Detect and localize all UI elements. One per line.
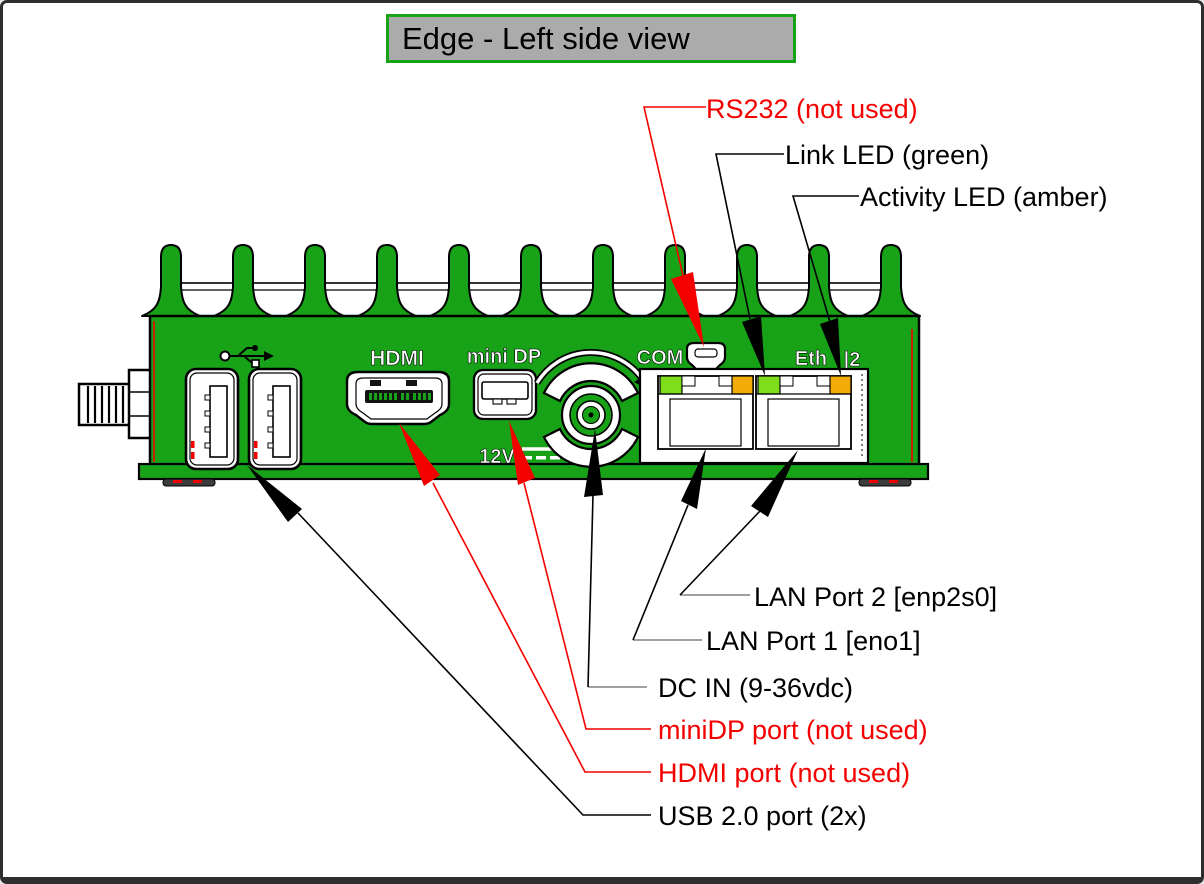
- callout-hdmi-leader: [399, 423, 651, 773]
- heatsink-fin: [861, 244, 921, 317]
- heatsink-fin: [141, 244, 201, 317]
- callout-lan2-label: LAN Port 2 [enp2s0]: [754, 582, 998, 612]
- heatsink-fin: [285, 244, 345, 317]
- hdmi-port: [345, 370, 451, 426]
- heatsink-fins: [141, 244, 921, 317]
- callout-leaders: [247, 106, 859, 816]
- dc-symbol-dashes: [522, 456, 560, 460]
- minidp-marking: mini DP: [467, 346, 541, 368]
- heatsink-fin: [789, 244, 849, 317]
- callout-rs232-label: RS232 (not used): [706, 94, 918, 124]
- eth2-marking: |2: [844, 349, 861, 371]
- device: HDMI mini DP: [77, 244, 930, 487]
- callout-hdmi-label: HDMI port (not used): [658, 758, 911, 788]
- callout-minidp-leader: [509, 421, 651, 730]
- heatsink-fin: [429, 244, 489, 317]
- lan-port-2: [755, 375, 852, 450]
- led-amber-1: [731, 375, 754, 395]
- callout-dcin-leader: [584, 429, 647, 688]
- callout-activity-led-leader: [791, 195, 859, 376]
- minidp-port: [472, 368, 538, 421]
- bottom-flange: [137, 462, 930, 481]
- com-port: [685, 341, 727, 371]
- usb-icon: [219, 345, 274, 368]
- heatsink-fin: [717, 244, 777, 317]
- antenna-connector: [77, 368, 155, 440]
- rubber-feet: [162, 478, 912, 487]
- led-green-2: [757, 375, 781, 395]
- callout-lan2-leader: [679, 450, 798, 596]
- device-drawing: HDMI mini DP: [77, 106, 930, 816]
- callout-link-led-leader: [715, 153, 784, 376]
- power-marking: 12V: [479, 446, 560, 468]
- callout-lan1-leader: [632, 448, 706, 641]
- callout-usb-label: USB 2.0 port (2x): [658, 801, 867, 831]
- heatsink-fin: [501, 244, 561, 317]
- led-amber-2: [829, 375, 852, 395]
- antenna-threads: [86, 386, 125, 423]
- eth-marking: Eth: [795, 348, 827, 370]
- svg-text:12V: 12V: [479, 446, 515, 468]
- heatsink-fin: [573, 244, 633, 317]
- com-marking: COM: [637, 347, 684, 369]
- callout-link-led-label: Link LED (green): [785, 140, 990, 170]
- callout-dcin-label: DC IN (9-36vdc): [658, 673, 854, 703]
- hdmi-marking: HDMI: [370, 347, 424, 370]
- callout-usb-leader: [247, 465, 651, 816]
- callout-lan1-label: LAN Port 1 [eno1]: [706, 626, 921, 656]
- callout-minidp-label: miniDP port (not used): [658, 715, 928, 745]
- usb-port-2: [247, 367, 303, 471]
- diagram-title: Edge - Left side view: [386, 14, 796, 63]
- lan-port-1: [657, 375, 754, 450]
- led-green-1: [659, 375, 683, 395]
- callout-activity-led-label: Activity LED (amber): [860, 182, 1108, 212]
- usb-port-1: [184, 367, 240, 471]
- heatsink-fin: [357, 244, 417, 317]
- callout-rs232-leader: [642, 106, 706, 347]
- hdmi-pins: [369, 393, 431, 400]
- heatsink-fin: [213, 244, 273, 317]
- dcin-connector: [534, 349, 652, 468]
- ethernet-bay: [638, 367, 870, 465]
